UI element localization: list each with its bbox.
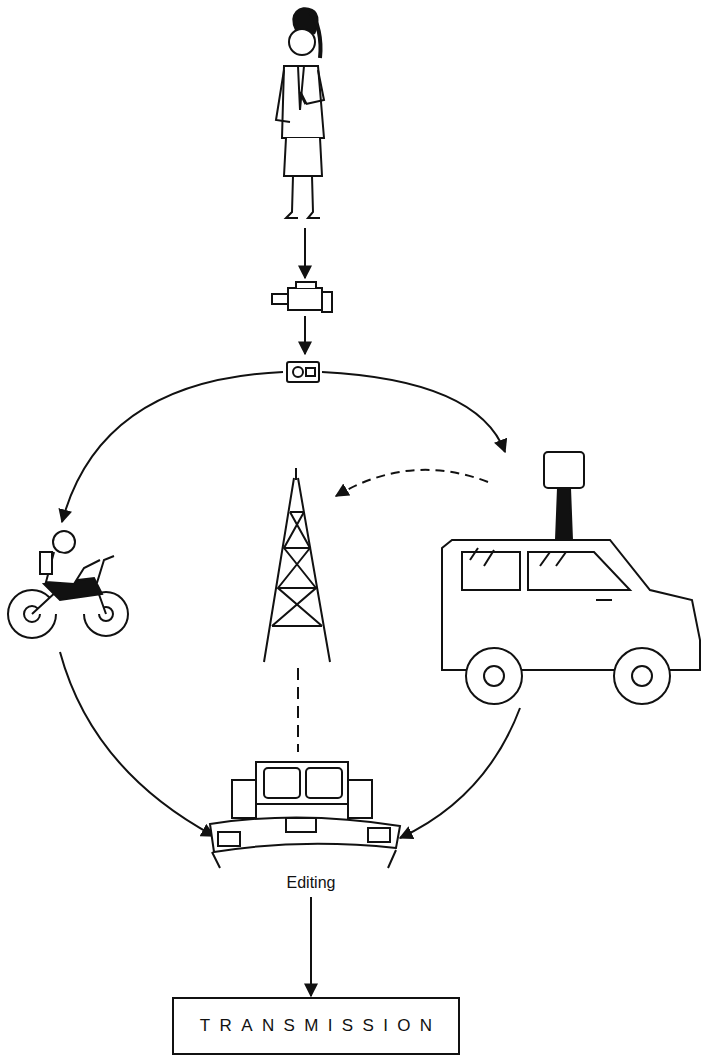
editing-console	[210, 817, 400, 852]
video-cassette	[287, 362, 319, 382]
transmitter-tower	[264, 478, 330, 662]
editing-console	[210, 762, 400, 868]
video-cassette	[306, 368, 315, 376]
output-box: TRANSMISSION	[172, 997, 460, 1055]
microwave-van	[614, 648, 670, 704]
editing-console	[218, 832, 240, 846]
microwave-van	[442, 452, 700, 704]
flow-arrow	[304, 228, 306, 278]
transmitter-tower	[295, 468, 297, 480]
microwave-van	[632, 666, 652, 686]
reporter-figure	[308, 176, 320, 218]
reporter-figure	[300, 92, 306, 104]
flow-arrow	[297, 668, 299, 752]
video-camera	[272, 282, 332, 312]
microwave-van	[544, 452, 584, 488]
microwave-van	[470, 548, 566, 566]
microwave-van	[466, 648, 522, 704]
video-cassette	[293, 367, 303, 377]
editing-console	[212, 850, 396, 868]
transmitter-tower	[272, 512, 322, 626]
node-text: Editing	[287, 874, 336, 891]
flow-arrow	[336, 470, 488, 496]
video-camera	[296, 282, 316, 288]
reporter-figure	[284, 138, 322, 176]
flow-arrow	[304, 316, 306, 354]
transmitter-tower	[264, 468, 330, 662]
editing-console	[286, 818, 316, 832]
editing-console	[256, 762, 348, 804]
reporter-figure	[282, 66, 324, 138]
flow-arrow	[400, 708, 520, 838]
stage-label: Editing	[283, 873, 340, 893]
editing-console	[306, 768, 342, 798]
flow-arrow	[62, 372, 283, 522]
microwave-van	[596, 599, 612, 601]
reporter-figure	[298, 66, 304, 110]
microwave-van	[556, 488, 572, 540]
motorcycle	[8, 531, 128, 638]
reporter-figure	[276, 8, 324, 218]
transmitter-tower	[272, 512, 322, 626]
flow-arrow	[60, 652, 214, 836]
flow-arrow	[310, 897, 312, 996]
node-text: TRANSMISSION	[200, 1016, 442, 1036]
motorcycle	[40, 552, 52, 574]
flow-arrow	[322, 372, 505, 452]
video-camera	[322, 292, 332, 312]
video-cassette	[287, 362, 319, 382]
reporter-figure	[289, 29, 315, 55]
editing-console	[264, 768, 300, 798]
motorcycle	[46, 552, 100, 584]
video-camera	[272, 294, 288, 304]
motorcycle	[53, 531, 75, 553]
editing-console	[348, 780, 372, 818]
editing-console	[368, 828, 390, 842]
editing-console	[232, 780, 256, 818]
reporter-figure	[306, 70, 324, 104]
reporter-figure	[286, 176, 298, 218]
video-camera	[288, 288, 322, 310]
reporter-figure	[276, 70, 290, 122]
microwave-van	[484, 666, 504, 686]
